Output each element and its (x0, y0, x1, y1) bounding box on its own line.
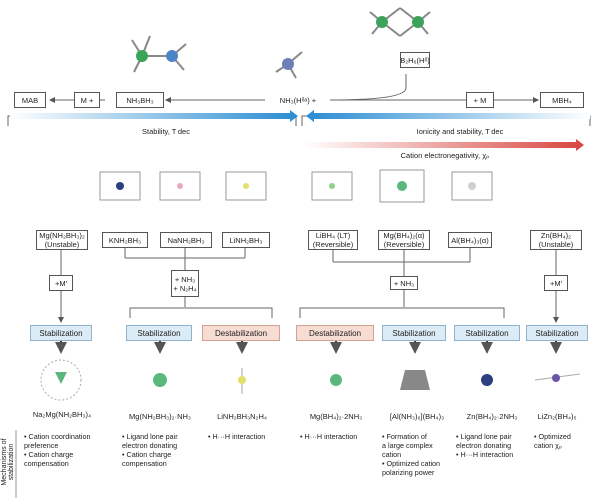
compound-formula: Al(BH₄)₃(α) (451, 235, 489, 245)
pill-stabilization: Stabilization (30, 325, 92, 341)
m-plus-right-label: + M (473, 95, 487, 105)
crystal-structure-icons (99, 169, 493, 203)
mechanism-item: • Formation of (382, 432, 427, 441)
mg-nh2bh3-box: Mg(NH₂BH₃)₂ (Unstable) (36, 230, 88, 250)
mechanism-item: • Optimized (534, 432, 571, 441)
mechanism-item: a large complex (382, 441, 433, 450)
mechanism-list: • Ligand lone pair electron donating • H… (456, 432, 513, 459)
mechanism-item: cation (382, 450, 402, 459)
libh4-box: LiBH₄ (LT) (Reversible) (308, 230, 358, 250)
albh4-box: Al(BH₄)₃(α) (448, 232, 492, 248)
mechanism-list: • H···H interaction (208, 432, 265, 441)
b2h6-label: B₂H₆(Hᵟ) (400, 55, 430, 65)
compound-formula: Mg(NH₂BH₃)₂ (39, 231, 85, 240)
mechanism-list: • Optimized cation χₚ (534, 432, 571, 450)
m-plus-left-box: M + (74, 92, 100, 108)
pill-stabilization: Stabilization (382, 325, 446, 341)
addition-label: +M′ (54, 278, 68, 288)
nh3bh3-box: NH₃BH₃ (116, 92, 164, 108)
product-formula: Mg(NH₂BH₃)₂·NH₃ (129, 412, 191, 421)
b2h6-box: B₂H₆(Hᵟ) (400, 52, 430, 68)
m-prime-right-box: +M′ (544, 275, 568, 291)
mechanism-list: • Ligand lone pair electron donating • C… (122, 432, 178, 468)
compound-formula: NaNH₂BH₃ (167, 235, 205, 245)
mechanism-item: • Ligand lone pair (456, 432, 512, 441)
mechanism-list: • Formation of a large complex cation • … (382, 432, 440, 477)
mechanism-list: • H···H interaction (300, 432, 357, 441)
compound-note: (Unstable) (44, 240, 80, 249)
pill-arrows (55, 341, 562, 354)
mechanism-list: • Cation coordination preference • Catio… (24, 432, 90, 468)
m-plus-right-box: + M (466, 92, 494, 108)
product-formula: LiZn₂(BH₄)₅ (537, 412, 577, 421)
mab-label: MAB (21, 95, 39, 105)
pill-stabilization: Stabilization (126, 325, 192, 341)
nh3-mid-box: + NH₃ (390, 276, 418, 290)
addition-label: + NH₃ (393, 278, 415, 288)
mechanism-item: compensation (122, 459, 167, 468)
nh3bh3-label: NH₃BH₃ (126, 95, 154, 105)
nh3-label: NH₃(Hᵟᵃ) + (279, 96, 317, 105)
compound-note: (Unstable) (538, 240, 574, 249)
b2h6-molecule-icon (369, 7, 431, 37)
compound-formula: Mg(BH₄)₂(α) (383, 231, 425, 240)
product-formula: Na₂Mg(NH₂BH₃)₄ (32, 410, 92, 419)
mechanism-item: • H···H interaction (208, 432, 266, 441)
mechanism-item: compensation (24, 459, 69, 468)
mechanism-item: • Cation coordination (24, 432, 91, 441)
pill-stabilization: Stabilization (526, 325, 588, 341)
stability-label: Stability, T dec (142, 127, 190, 136)
mechanism-item: cation χₚ (534, 441, 563, 450)
compound-note: (Reversible) (383, 240, 425, 249)
mechanism-item: • Ligand lone pair (122, 432, 178, 441)
bh3-molecule-icon (131, 35, 187, 73)
mechanism-item: • Cation charge (24, 450, 74, 459)
mechanism-item: • H···H interaction (300, 432, 358, 441)
mechanism-item: • Optimized cation (382, 459, 441, 468)
mechanism-item: electron donating (456, 441, 512, 450)
product-formula: LiNH₂BH₃N₂H₄ (217, 412, 267, 421)
compound-formula: LiBH₄ (LT) (315, 231, 351, 240)
addition-label: + N₂H₄ (173, 283, 197, 293)
pill-destabilization: Destabilization (296, 325, 374, 341)
compound-formula: LiNH₂BH₃ (229, 235, 263, 245)
product-formula: Zn(BH₄)₂·2NH₃ (466, 412, 518, 421)
m-prime-left-box: +M′ (49, 275, 73, 291)
nanh2bh3-box: NaNH₂BH₃ (160, 232, 212, 248)
addition-label: + NH₃ (174, 274, 196, 284)
product-formula: Mg(BH₄)₂·2NH₃ (309, 412, 363, 421)
product-formula: [Al(NH₃)₆](BH₄)₃ (389, 412, 445, 421)
product-structure-icons (40, 359, 581, 401)
electronegativity-label: Cation electronegativity, χₚ (400, 151, 490, 160)
addition-label: +M′ (549, 278, 563, 288)
mbh4-label: MBH₄ (552, 95, 572, 105)
mab-box: MAB (14, 92, 46, 108)
m-plus-left-label: M + (80, 95, 94, 105)
mechanism-item: polarizing power (382, 468, 435, 477)
mechanisms-label: Mechanisms of stabilization (1, 438, 15, 486)
mechanism-item: • Cation charge (122, 450, 172, 459)
pill-stabilization: Stabilization (454, 325, 520, 341)
mechanism-item: • H···H interaction (456, 450, 514, 459)
ionicity-label: Ionicity and stability, T dec (416, 127, 504, 136)
mgbh4-box: Mg(BH₄)₂(α) (Reversible) (378, 230, 430, 250)
knh2bh3-box: KNH₂BH₃ (102, 232, 148, 248)
mechanism-item: electron donating (122, 441, 178, 450)
pill-destabilization: Destabilization (202, 325, 280, 341)
compound-note: (Reversible) (312, 240, 354, 249)
compound-formula: KNH₂BH₃ (108, 235, 142, 245)
mbh4-box: MBH₄ (540, 92, 584, 108)
znbh4-box: Zn(BH₄)₂ (Unstable) (530, 230, 582, 250)
linh2bh3-box: LiNH₂BH₃ (222, 232, 270, 248)
nh3-molecule-icon (275, 51, 303, 79)
mechanism-item: preference (24, 441, 59, 450)
compound-formula: Zn(BH₄)₂ (540, 231, 572, 240)
nh3-n2h4-box: + NH₃ + N₂H₄ (171, 270, 199, 297)
